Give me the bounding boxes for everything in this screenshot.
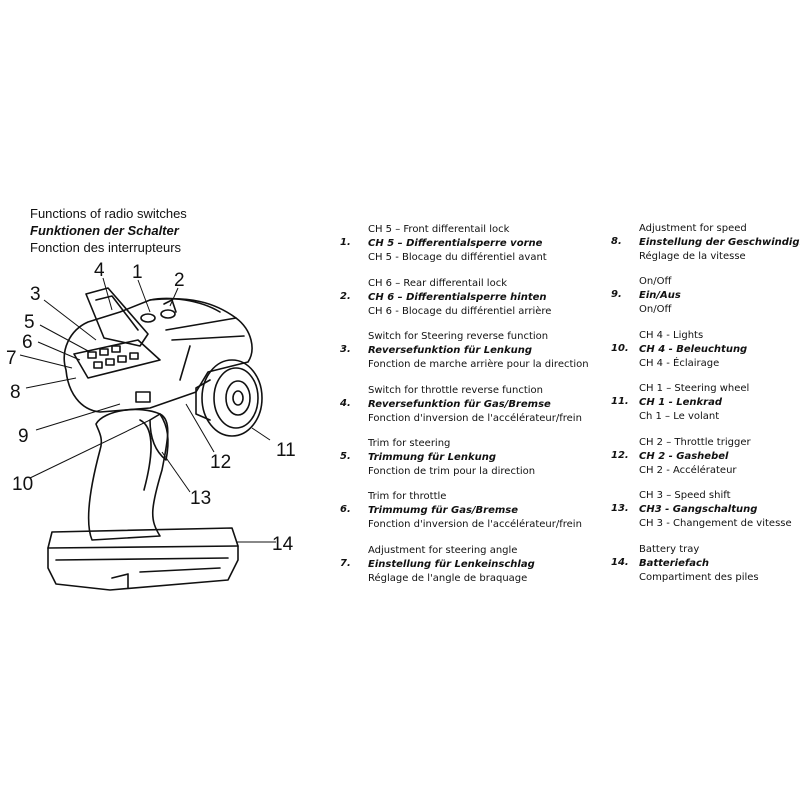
- entry-english: CH 1 – Steering wheel: [639, 383, 750, 394]
- entry-number: 6.: [340, 504, 351, 515]
- entry-german: CH 1 - Lenkrad: [639, 397, 723, 408]
- entry-english: CH 3 – Speed shift: [639, 490, 731, 501]
- entry-german: CH 4 - Beleuchtung: [639, 344, 748, 355]
- entry-number: 5.: [340, 451, 351, 462]
- entry-english: CH 4 - Lights: [639, 330, 704, 341]
- heading-english: Functions of radio switches: [30, 206, 187, 221]
- entry-french: CH 2 - Accélérateur: [639, 465, 737, 476]
- callout-1: 1: [132, 262, 143, 283]
- entry-french: Réglage de l'angle de braquage: [368, 573, 528, 584]
- main-body-shape: [63, 297, 253, 413]
- callout-7: 7: [6, 348, 17, 369]
- entry-german: Einstellung der Geschwindigkeit: [639, 237, 800, 248]
- callout-12: 12: [210, 452, 231, 473]
- entry-number: 10.: [611, 343, 629, 354]
- entry-french: Fonction de trim pour la direction: [368, 466, 536, 477]
- heading-german: Funktionen der Schalter: [30, 223, 179, 238]
- entry-german: Reversefunktion für Lenkung: [368, 345, 533, 356]
- entry-number: 9.: [611, 289, 622, 300]
- entry-french: On/Off: [639, 304, 672, 315]
- callout-5: 5: [24, 312, 35, 333]
- entry-french: Fonction d'inversion de l'accélérateur/f…: [368, 413, 582, 424]
- flip-lid-shape: [85, 287, 149, 347]
- entry-english: Switch for Steering reverse function: [368, 331, 549, 342]
- entry-french: CH 5 - Blocage du différentiel avant: [368, 252, 547, 263]
- callout-14: 14: [272, 534, 294, 555]
- callout-13: 13: [190, 488, 211, 509]
- entry-french: Fonction de marche arrière pour la direc…: [368, 359, 589, 370]
- entry-number: 1.: [340, 237, 351, 248]
- entry-english: Battery tray: [639, 544, 700, 555]
- grip-handle-shape: [87, 408, 169, 541]
- entry-number: 2.: [340, 291, 351, 302]
- entry-german: CH 5 – Differentialsperre vorne: [368, 238, 543, 249]
- entry-german: CH 6 – Differentialsperre hinten: [368, 292, 547, 303]
- heading-french: Fonction des interrupteurs: [30, 240, 182, 255]
- callout-9: 9: [18, 426, 29, 447]
- entry-french: CH 3 - Changement de vitesse: [639, 518, 792, 529]
- entry-german: CH 2 - Gashebel: [639, 451, 729, 462]
- entry-french: CH 6 - Blocage du différentiel arrière: [368, 306, 552, 317]
- entry-number: 4.: [340, 398, 351, 409]
- entry-german: Ein/Aus: [639, 290, 681, 301]
- entry-english: CH 2 – Throttle trigger: [639, 437, 751, 448]
- entry-french: Ch 1 – Le volant: [639, 411, 720, 422]
- entry-german: Batteriefach: [639, 558, 709, 569]
- entry-number: 11.: [611, 396, 629, 407]
- entry-english: Switch for throttle reverse function: [368, 385, 544, 396]
- entry-english: CH 6 – Rear differentail lock: [368, 278, 507, 289]
- entry-german: Trimmumg für Gas/Bremse: [368, 505, 519, 516]
- entry-german: Reversefunktion für Gas/Bremse: [368, 399, 551, 410]
- throttle-trigger-shape: [149, 413, 169, 461]
- callout-6: 6: [22, 332, 33, 353]
- callout-8: 8: [10, 382, 21, 403]
- entry-english: Adjustment for speed: [639, 223, 747, 234]
- top-switches-shape: [140, 299, 177, 323]
- keypad-shape: [73, 339, 161, 379]
- transmitter-illustration: 4 1 2 3 5 6 7 8 9 10 11 12 13 14: [6, 260, 296, 591]
- side-switch-shape: [135, 391, 151, 403]
- callout-4: 4: [94, 260, 105, 281]
- callout-11: 11: [276, 440, 296, 461]
- steering-wheel-shape: [195, 359, 263, 437]
- entry-number: 14.: [611, 557, 629, 568]
- entry-german: CH3 - Gangschaltung: [639, 504, 758, 515]
- entry-french: Compartiment des piles: [639, 572, 759, 583]
- entry-french: Réglage de la vitesse: [639, 251, 746, 262]
- entry-number: 12.: [611, 450, 629, 461]
- entry-number: 3.: [340, 344, 351, 355]
- entry-number: 8.: [611, 236, 622, 247]
- callout-3: 3: [30, 284, 41, 305]
- entry-english: Adjustment for steering angle: [368, 545, 518, 556]
- entry-german: Einstellung für Lenkeinschlag: [368, 559, 535, 570]
- entry-english: Trim for throttle: [368, 491, 447, 502]
- callout-10: 10: [12, 474, 33, 495]
- entry-french: CH 4 - Éclairage: [639, 358, 720, 369]
- entry-english: On/Off: [639, 276, 672, 287]
- entry-english: CH 5 – Front differentail lock: [368, 224, 510, 235]
- battery-tray-shape: [47, 527, 239, 591]
- entry-german: Trimmung für Lenkung: [368, 452, 497, 463]
- entry-number: 13.: [611, 503, 629, 514]
- entry-french: Fonction d'inversion de l'accélérateur/f…: [368, 519, 582, 530]
- callout-2: 2: [174, 270, 185, 291]
- entry-number: 7.: [340, 558, 351, 569]
- entry-english: Trim for steering: [368, 438, 451, 449]
